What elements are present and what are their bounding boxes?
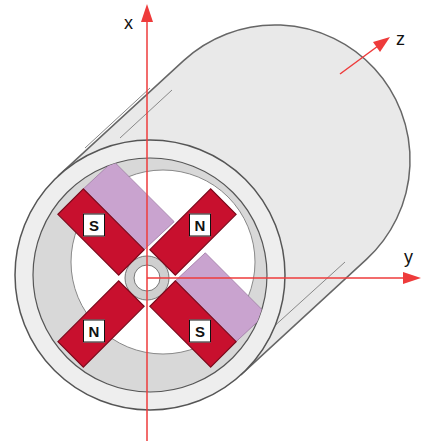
shading-line [120, 90, 172, 138]
magnet-pole: S [70, 201, 132, 263]
y-axis [147, 277, 405, 279]
magnet-pole: N [162, 201, 224, 263]
housing-outer-rim [15, 140, 285, 410]
magnet-bar [58, 281, 144, 367]
pole-letter: N [189, 213, 211, 236]
magnet-pole: S [162, 293, 224, 355]
axis-label: x [124, 14, 133, 32]
magnet-bar [58, 189, 144, 275]
shading-line [85, 88, 150, 148]
magnet-bar [150, 281, 236, 367]
axis-label: z [396, 30, 405, 48]
axis-arrowhead [403, 272, 421, 284]
axis-arrowhead [141, 4, 153, 22]
magnet-pole: N [70, 293, 132, 355]
magnet-bar [150, 189, 236, 275]
pole-letter: S [83, 213, 105, 236]
z-axis [340, 46, 378, 74]
pole-letter: S [189, 320, 211, 343]
axis-arrowhead [373, 37, 390, 52]
axis-label: y [404, 248, 413, 266]
pole-letter: N [83, 320, 105, 343]
x-axis [146, 20, 148, 441]
housing-inner-rim [33, 158, 267, 392]
